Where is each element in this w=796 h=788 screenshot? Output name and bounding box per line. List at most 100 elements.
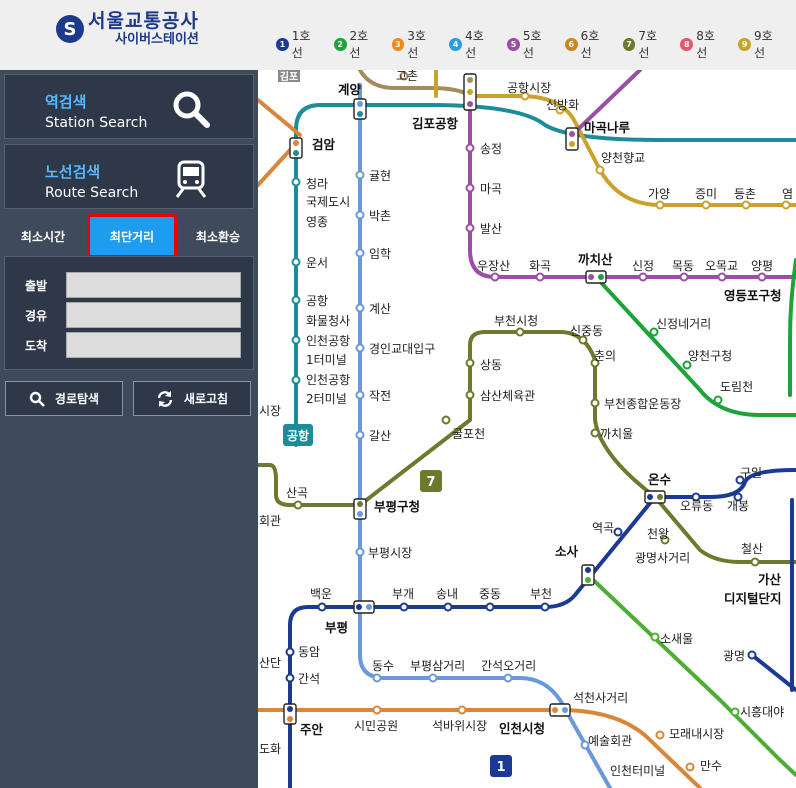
subway-map-svg[interactable]: 공항 7 1 김포 계양 김포공항 고촌 공항시장 신방화 마곡나루 양천향교 … xyxy=(258,70,796,788)
route-search-button[interactable]: 노선검색 Route Search xyxy=(4,144,254,209)
station-ganseok[interactable]: 간석 xyxy=(298,672,320,686)
station-manwol[interactable]: 만수 xyxy=(700,759,722,773)
refresh-button[interactable]: 새로고침 xyxy=(133,381,251,416)
station-galsan[interactable]: 갈산 xyxy=(369,429,391,443)
station-cargo-2[interactable]: 화물청사 xyxy=(306,314,350,328)
station-gyesan[interactable]: 계산 xyxy=(369,302,391,316)
transfer-magongnaru[interactable] xyxy=(565,127,579,151)
station-imhak[interactable]: 임학 xyxy=(369,247,391,261)
station-bucheon-stadium[interactable]: 부천종합운동장 xyxy=(604,396,681,411)
station-bucheon[interactable]: 부천 xyxy=(530,586,552,601)
station-sinjeongnegeori[interactable]: 신정네거리 xyxy=(656,317,711,331)
station-sangdong[interactable]: 상동 xyxy=(480,358,502,372)
station-yangpyeong[interactable]: 양평 xyxy=(751,259,773,273)
station-gochon[interactable]: 고촌 xyxy=(396,70,418,83)
station-gasan-1[interactable]: 가산 xyxy=(758,572,782,587)
station-usan[interactable]: 우장산 xyxy=(477,259,510,273)
station-omokgyo[interactable]: 오목교 xyxy=(705,259,738,273)
station-juan[interactable]: 주안 xyxy=(300,722,324,737)
station-unseo[interactable]: 운서 xyxy=(306,256,328,270)
station-gyulhyeon[interactable]: 귤현 xyxy=(369,169,391,183)
station-dongsu[interactable]: 동수 xyxy=(372,659,394,673)
station-hwagok[interactable]: 화곡 xyxy=(529,259,551,273)
station-t2-a[interactable]: 인천공항 xyxy=(306,372,350,387)
station-sangok[interactable]: 산곡 xyxy=(286,486,308,500)
station-magongnaru[interactable]: 마곡나루 xyxy=(584,120,631,135)
station-bupyeong-samgeori[interactable]: 부평삼거리 xyxy=(410,659,465,673)
station-sosa[interactable]: 소사 xyxy=(555,544,579,559)
station-yangcheon-hyanggyo[interactable]: 양천향교 xyxy=(601,150,645,165)
station-mokdong[interactable]: 목동 xyxy=(672,259,694,273)
station-onsu[interactable]: 온수 xyxy=(648,472,672,487)
station-gulpocheon[interactable]: 굴포천 xyxy=(452,426,485,441)
station-bupyeong-market[interactable]: 부평시장 xyxy=(368,546,412,560)
station-yeokgok[interactable]: 역곡 xyxy=(592,521,614,535)
station-deungchon[interactable]: 등촌 xyxy=(734,187,756,201)
find-route-button[interactable]: 경로탐색 xyxy=(5,381,123,416)
station-sinbanghwa[interactable]: 신방화 xyxy=(546,98,579,112)
station-sosaeul[interactable]: 소새울 xyxy=(660,632,693,646)
tab-shortest-distance[interactable]: 최단거리 xyxy=(87,214,177,258)
station-incheon-terminal[interactable]: 인천터미널 xyxy=(610,763,665,778)
departure-field[interactable] xyxy=(66,272,241,298)
station-dorimcheon[interactable]: 도림천 xyxy=(720,379,753,394)
station-jakjeon[interactable]: 작전 xyxy=(369,389,391,403)
station-jeungmi[interactable]: 증미 xyxy=(695,187,717,201)
station-cheolsan[interactable]: 철산 xyxy=(741,542,763,556)
station-yeom[interactable]: 염 xyxy=(782,187,793,201)
station-ganseok-ogeori[interactable]: 간석오거리 xyxy=(481,659,536,673)
station-gyeongin[interactable]: 경인교대입구 xyxy=(369,342,435,356)
station-guil[interactable]: 구일 xyxy=(740,466,762,480)
station-sinjeong[interactable]: 신정 xyxy=(632,259,654,273)
station-songnae[interactable]: 송내 xyxy=(436,587,458,601)
station-kkachiul[interactable]: 까치울 xyxy=(600,427,633,441)
station-kkachisan[interactable]: 까치산 xyxy=(578,252,613,267)
station-search-button[interactable]: 역검색 Station Search xyxy=(4,74,254,139)
station-songjeong[interactable]: 송정 xyxy=(480,142,502,156)
station-t1-b[interactable]: 1터미널 xyxy=(306,353,347,367)
station-yangcheongu[interactable]: 양천구청 xyxy=(688,348,732,363)
station-arts[interactable]: 예술회관 xyxy=(588,734,632,748)
tab-min-time[interactable]: 최소시간 xyxy=(20,229,66,244)
station-moraenae[interactable]: 모래내시장 xyxy=(669,727,724,741)
station-baegun[interactable]: 백운 xyxy=(310,587,332,601)
station-t1-a[interactable]: 인천공항 xyxy=(306,333,350,348)
station-bucheon-city[interactable]: 부천시청 xyxy=(494,313,538,328)
logo[interactable]: S 서울교통공사 사이버스테이션 xyxy=(56,10,199,48)
station-bakchon[interactable]: 박촌 xyxy=(369,209,391,223)
station-gaebong[interactable]: 개봉 xyxy=(727,499,749,513)
station-t2-b[interactable]: 2터미널 xyxy=(306,392,347,406)
station-oryudong[interactable]: 오류동 xyxy=(680,499,713,513)
station-seokbawi[interactable]: 석바위시장 xyxy=(432,719,487,733)
station-seokcheon[interactable]: 석천사거리 xyxy=(573,690,628,705)
tab-min-transfer[interactable]: 최소환승 xyxy=(195,229,241,244)
station-edge-sijang[interactable]: 시장 xyxy=(259,404,281,418)
station-bugae[interactable]: 부개 xyxy=(392,587,414,601)
waypoint-field[interactable] xyxy=(66,302,241,328)
station-bupyeong-gu[interactable]: 부평구청 xyxy=(374,499,420,514)
station-edge-hoegwan[interactable]: 회관 xyxy=(259,514,281,528)
station-chunui[interactable]: 춘의 xyxy=(594,349,616,363)
station-gimpo-airport[interactable]: 김포공항 xyxy=(412,116,459,131)
station-airport-market[interactable]: 공항시장 xyxy=(507,81,551,95)
station-gasan-2[interactable]: 디지털단지 xyxy=(724,591,782,606)
station-gayang[interactable]: 가양 xyxy=(648,187,670,201)
station-gwangmyeong[interactable]: 광명 xyxy=(723,649,745,663)
station-jungdong[interactable]: 중동 xyxy=(479,587,501,601)
station-samsan[interactable]: 삼산체육관 xyxy=(480,389,535,403)
station-yeongjong[interactable]: 영종 xyxy=(306,215,328,229)
subway-map[interactable]: 공항 7 1 김포 계양 김포공항 고촌 공항시장 신방화 마곡나루 양천향교 … xyxy=(258,70,796,788)
arrival-field[interactable] xyxy=(66,332,241,358)
station-cheongna[interactable]: 청라 xyxy=(306,177,328,191)
station-cargo-1[interactable]: 공항 xyxy=(306,294,328,308)
station-edge-sandan[interactable]: 산단 xyxy=(259,656,281,670)
